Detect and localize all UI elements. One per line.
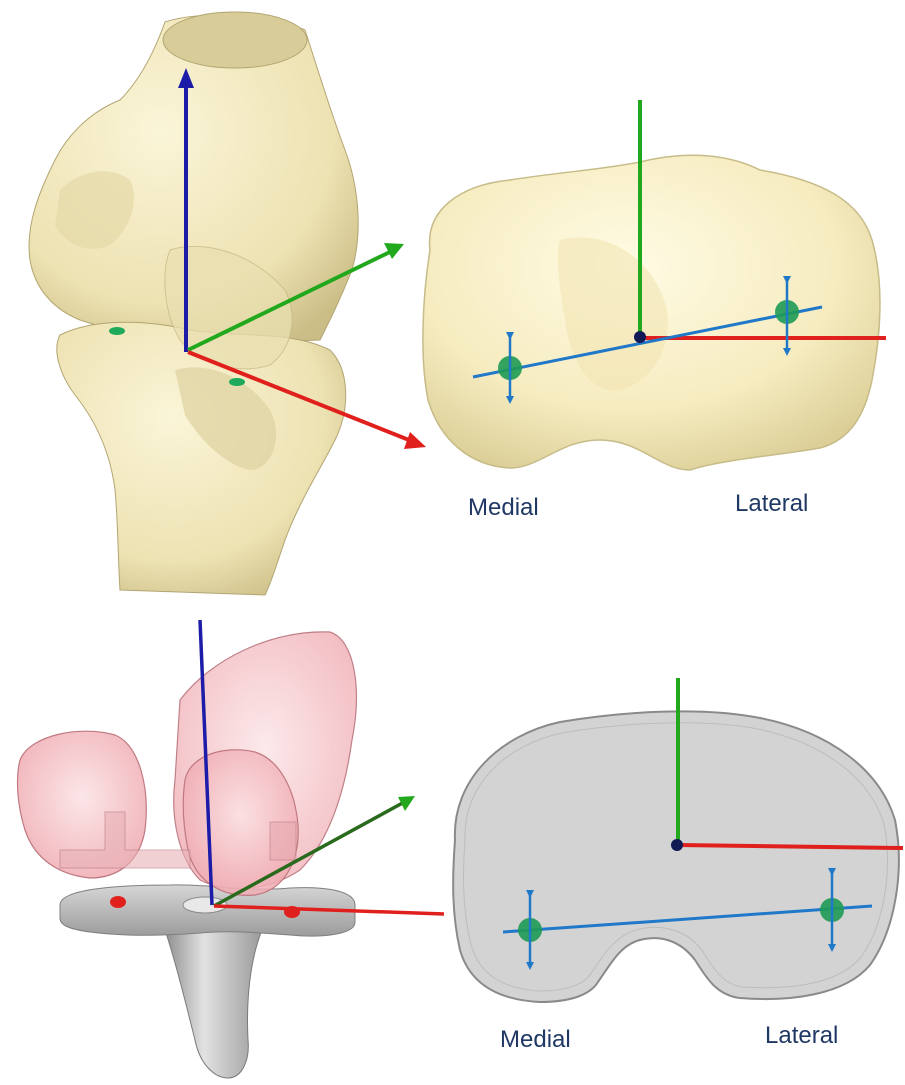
lateral-marker-3d (229, 378, 245, 386)
tray-origin (671, 839, 683, 851)
x-axis-arrowhead-3d (404, 432, 426, 449)
bottom-lateral-label: Lateral (765, 1022, 838, 1050)
tibial-plateau-top-view (423, 100, 886, 470)
tibial-tray-top-view (453, 678, 903, 1002)
top-medial-label: Medial (468, 494, 539, 522)
y-axis-arrowhead-3d (384, 243, 404, 259)
knee-bone-3d (29, 12, 426, 595)
bottom-medial-label: Medial (500, 1026, 571, 1054)
femur-cut-face (163, 12, 307, 68)
femoral-peg (270, 822, 296, 860)
plateau-origin (634, 331, 646, 343)
tibial-stem (165, 930, 262, 1078)
medial-marker-3d (109, 327, 125, 335)
knee-implant-3d (18, 620, 444, 1078)
tibia-bone (57, 322, 346, 595)
tray-outline (453, 711, 899, 1002)
top-lateral-label: Lateral (735, 490, 808, 518)
implant-medial-marker (110, 896, 126, 908)
